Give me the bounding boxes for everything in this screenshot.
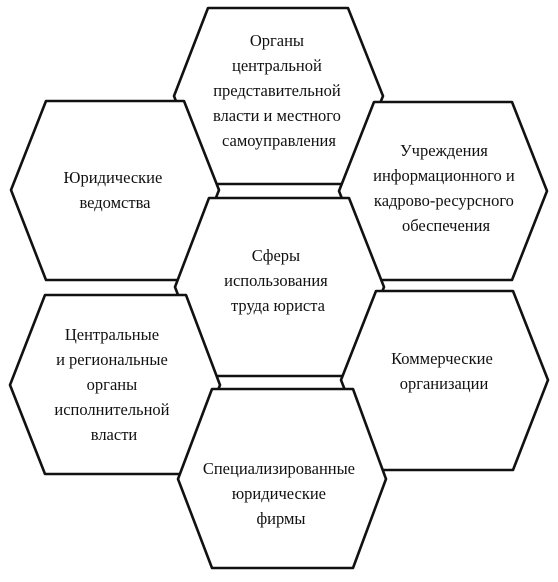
hex-lower-left-line: Центральные xyxy=(65,325,159,344)
hex-lower-left-line: и региональные xyxy=(56,350,168,369)
hex-lower-left-line: власти xyxy=(91,425,138,444)
hex-upper-right-line: кадрово-ресурсного xyxy=(374,191,514,210)
hex-upper-left: Юридические ведомства xyxy=(9,99,221,282)
hex-bottom-line: фирмы xyxy=(256,509,305,528)
hex-top: Органы центральной представительной влас… xyxy=(172,6,385,186)
hex-center-line: Сферы xyxy=(252,246,300,265)
hex-lower-left-line: органы xyxy=(87,375,138,394)
hex-upper-left-line: Юридические xyxy=(64,168,163,187)
hex-lower-left-label: Центральные и региональные органы исполн… xyxy=(54,325,173,444)
hex-bottom: Специализированные юридические фирмы xyxy=(176,387,388,570)
hex-lower-right-shape xyxy=(339,289,550,472)
hex-lower-left-line: исполнительной xyxy=(54,400,169,419)
hex-top-line: представительной xyxy=(213,81,341,100)
hex-bottom-label: Специализированные юридические фирмы xyxy=(203,459,359,528)
hex-top-line: самоуправления xyxy=(222,131,336,150)
hex-center: Сферы использования труда юриста xyxy=(173,196,386,378)
hex-upper-right-line: обеспечения xyxy=(402,216,491,235)
hex-center-label: Сферы использования труда юриста xyxy=(224,246,332,315)
hex-top-line: центральной xyxy=(232,56,322,75)
hex-top-label: Органы центральной представительной влас… xyxy=(213,31,345,150)
hex-upper-right-line: информационного и xyxy=(373,166,515,185)
hex-bottom-shape xyxy=(176,387,388,570)
hex-lower-right: Коммерческие организации xyxy=(339,289,550,472)
hex-lower-right-label: Коммерческие организации xyxy=(391,349,497,393)
hex-upper-right-shape xyxy=(337,100,549,282)
hex-upper-right-line: Учреждения xyxy=(400,141,488,160)
hex-center-line: труда юриста xyxy=(231,296,326,315)
hex-bottom-line: Специализированные xyxy=(203,459,355,478)
hex-upper-left-line: ведомства xyxy=(79,193,151,212)
hex-top-line: Органы xyxy=(250,31,304,50)
hex-lower-right-line: Коммерческие xyxy=(391,349,493,368)
hex-bottom-line: юридические xyxy=(232,484,326,503)
hex-upper-left-label: Юридические ведомства xyxy=(64,168,167,212)
hex-lower-right-line: организации xyxy=(400,374,489,393)
hex-center-line: использования xyxy=(224,271,328,290)
hex-top-line: власти и местного xyxy=(213,106,341,125)
hex-lower-left: Центральные и региональные органы исполн… xyxy=(8,293,222,476)
hex-upper-right: Учреждения информационного и кадрово-рес… xyxy=(337,100,549,282)
hex-upper-right-label: Учреждения информационного и кадрово-рес… xyxy=(373,141,519,235)
